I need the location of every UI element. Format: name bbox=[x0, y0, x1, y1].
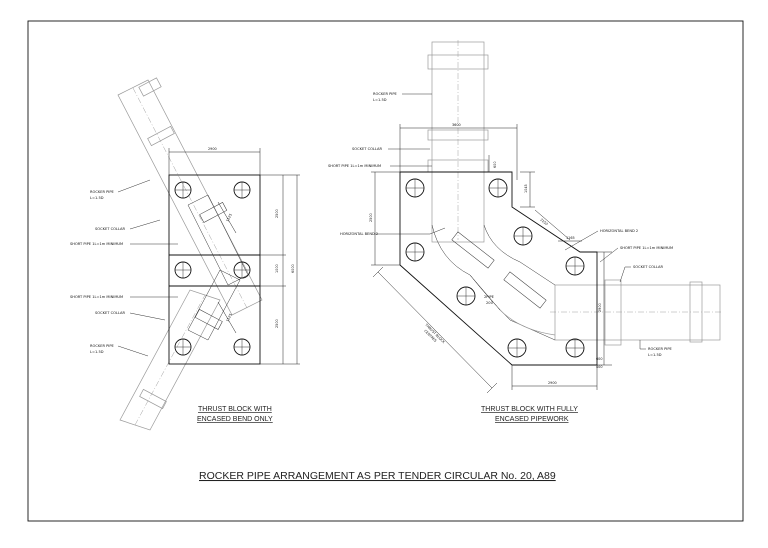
label-right-rocker-pipe-right: ROCKER PIPE bbox=[648, 347, 672, 351]
label-left-rocker-pipe-top: ROCKER PIPE bbox=[90, 190, 114, 194]
left-anchor-bolts bbox=[174, 181, 251, 356]
label-right-horizontal-bend-right: HORIZONTAL BEND 2 bbox=[600, 229, 638, 233]
label-left-short-pipe-bottom: SHORT PIPE 1L=1m MINIMUM bbox=[70, 295, 123, 299]
dim-right-small: 1165 bbox=[566, 236, 575, 240]
dim-left-diag-top: 1125 bbox=[225, 213, 233, 223]
label-right-rocker-pipe-length: L=1.5D bbox=[373, 98, 387, 102]
dim-left-right-mid: 1000 bbox=[275, 264, 279, 273]
sheet-border bbox=[27, 20, 744, 522]
label-left-rocker-pipe-bottom-length: L=1.5D bbox=[90, 350, 104, 354]
dim-right-top-width: 3600 bbox=[452, 123, 461, 127]
dim-right-left-height: 2500 bbox=[369, 213, 373, 222]
label-left-rocker-pipe-bottom: ROCKER PIPE bbox=[90, 344, 114, 348]
left-dimensions: 2900 2500 1000 2500 6000 1125 1125 bbox=[168, 147, 300, 365]
right-pipe-run bbox=[427, 40, 722, 346]
left-view: 2900 2500 1000 2500 6000 1125 1125 ROCKE… bbox=[70, 77, 300, 431]
dim-left-diag-bottom: 1125 bbox=[225, 313, 233, 323]
dim-right-right-height: 2900 bbox=[598, 303, 602, 312]
label-right-socket-collar-right: SOCKET COLLAR bbox=[633, 265, 663, 269]
label-right-horizontal-bend-left: HORIZONTAL BEND 2 bbox=[340, 232, 378, 236]
label-right-short-pipe: SHORT PIPE 1L=1m MINIMUM bbox=[328, 164, 381, 168]
left-thrust-block bbox=[168, 174, 261, 365]
dim-right-low2: 400 bbox=[596, 365, 602, 369]
dim-right-bottom-width: 2900 bbox=[548, 381, 557, 385]
label-right-rocker-pipe-right-length: L=1.5D bbox=[648, 353, 662, 357]
label-right-socket-collar: SOCKET COLLAR bbox=[352, 147, 382, 151]
dim-left-right-bottom: 2500 bbox=[275, 319, 279, 328]
right-dimensions: 3600 600 2500 1045 2150 1165 2900 600 40… bbox=[369, 123, 612, 394]
caption-right-line2: ENCASED PIPEWORK bbox=[495, 416, 569, 423]
caption-left-line1: THRUST BLOCK WITH bbox=[198, 406, 272, 413]
label-right-pipe-note-value: 200 bbox=[486, 301, 494, 305]
right-view: 3600 600 2500 1045 2150 1165 2900 600 40… bbox=[328, 40, 722, 423]
drawing-title: ROCKER PIPE ARRANGEMENT AS PER TENDER CI… bbox=[199, 470, 556, 482]
label-right-pipe-note: 2PIPE bbox=[484, 295, 495, 299]
dim-left-overall: 6000 bbox=[291, 264, 295, 273]
label-right-rocker-pipe: ROCKER PIPE bbox=[373, 92, 397, 96]
dim-right-low: 600 bbox=[596, 357, 602, 361]
label-left-short-pipe-top: SHORT PIPE 1L=1m MINIMUM bbox=[70, 242, 123, 246]
label-right-short-pipe-right: SHORT PIPE 1L=1m MINIMUM bbox=[620, 246, 673, 250]
label-left-rocker-pipe-top-length: L=1.5D bbox=[90, 196, 104, 200]
dim-right-top-small: 600 bbox=[493, 162, 497, 168]
label-left-socket-collar-top: SOCKET COLLAR bbox=[95, 227, 125, 231]
right-anchor-bolts bbox=[405, 178, 585, 358]
left-pipe-run bbox=[117, 77, 263, 431]
left-labels: ROCKER PIPE L=1.5D SOCKET COLLAR SHORT P… bbox=[70, 179, 178, 357]
label-left-socket-collar-bottom: SOCKET COLLAR bbox=[95, 311, 125, 315]
dim-right-right-top: 1045 bbox=[524, 184, 528, 193]
right-labels: ROCKER PIPE L=1.5D SOCKET COLLAR SHORT P… bbox=[328, 92, 673, 357]
caption-right-line1: THRUST BLOCK WITH FULLY bbox=[481, 406, 578, 413]
dim-left-right-top: 2500 bbox=[275, 209, 279, 218]
caption-left-line2: ENCASED BEND ONLY bbox=[197, 416, 273, 423]
dim-left-width: 2900 bbox=[208, 147, 217, 151]
dim-right-chamfer: 2150 bbox=[539, 218, 548, 227]
